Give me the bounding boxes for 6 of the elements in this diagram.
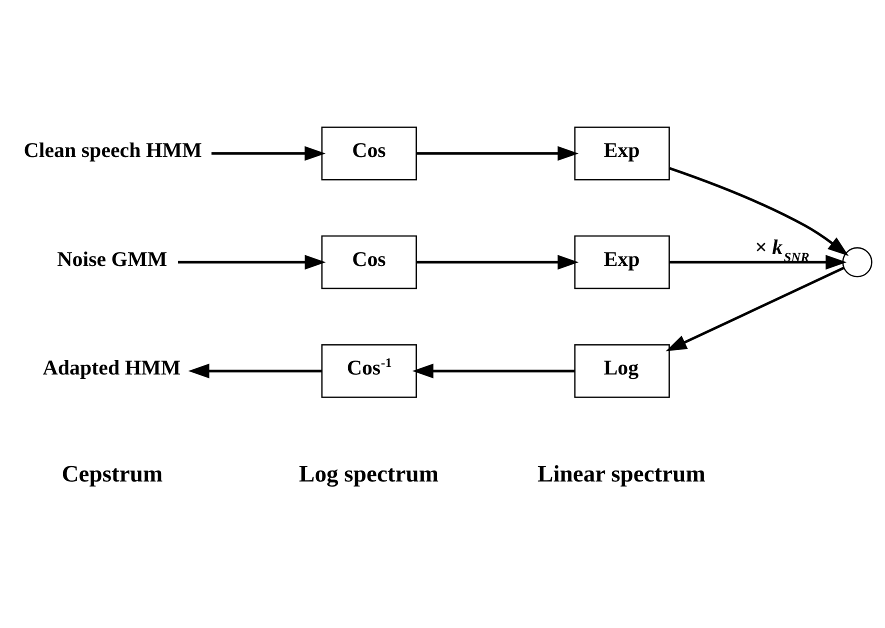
node-text: Clean speech HMM [24,138,202,162]
label: Cepstrum [62,462,163,488]
node-text: Noise GMM [57,246,168,271]
label: Log spectrum [298,462,438,488]
label: Linear spectrum [538,462,706,488]
node-text: Adapted HMM [42,356,181,380]
